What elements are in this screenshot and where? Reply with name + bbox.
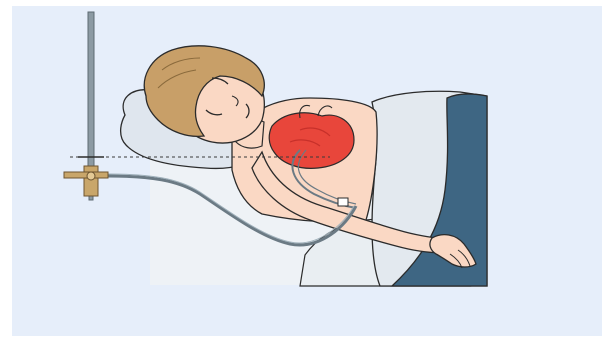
heart — [269, 113, 354, 169]
infusion-pole — [88, 12, 94, 180]
pressure-gauge — [84, 166, 98, 196]
stopcock-arm — [64, 172, 108, 178]
stopcock-valve — [87, 172, 95, 180]
catheter-clip — [338, 198, 348, 206]
